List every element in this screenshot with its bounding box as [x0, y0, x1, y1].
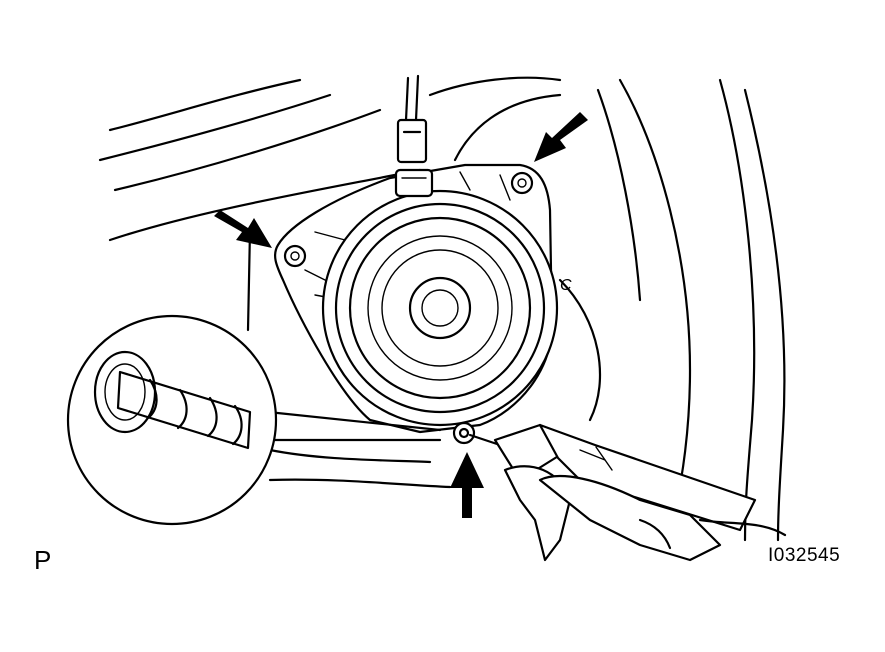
screw-arrow-bottom — [450, 452, 484, 518]
screw-arrow-left — [214, 210, 272, 248]
marker-letter: C — [560, 277, 572, 294]
door-panel-contours — [98, 76, 786, 542]
drill-icon — [468, 423, 787, 562]
corner-letter: P — [34, 545, 52, 575]
magnifier-callout-icon — [66, 314, 442, 526]
figure-id: I032545 — [768, 545, 841, 566]
speaker-wire-connector — [396, 74, 428, 164]
rivet-bottom — [452, 421, 476, 445]
speaker-icon — [321, 168, 559, 427]
screw-arrow-top-right — [534, 112, 588, 162]
